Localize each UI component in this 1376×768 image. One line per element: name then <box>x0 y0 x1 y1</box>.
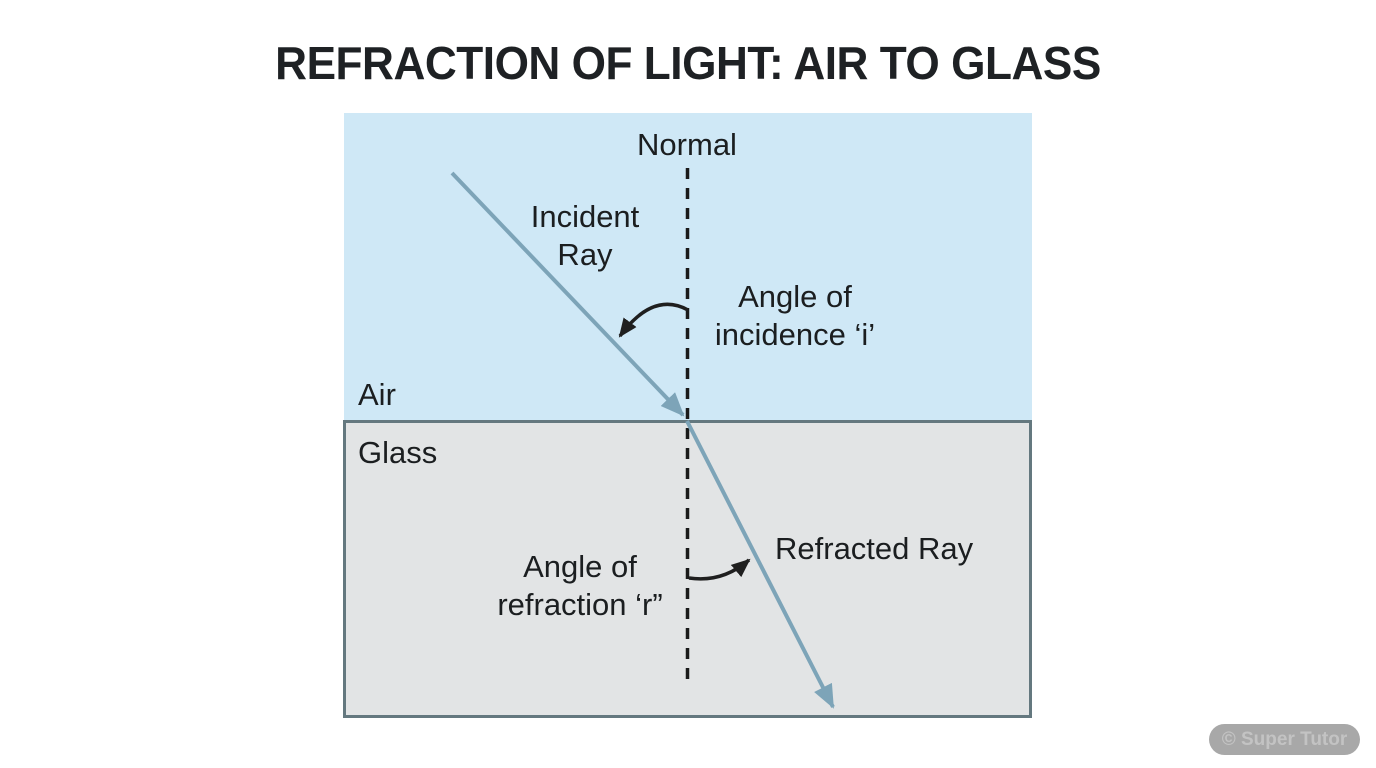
glass-label: Glass <box>358 435 438 470</box>
incident-ray-label: Incident Ray <box>530 199 640 272</box>
watermark-text: © Super Tutor <box>1221 728 1348 750</box>
normal-label: Normal <box>637 127 737 162</box>
page-title: REFRACTION OF LIGHT: AIR TO GLASS <box>275 37 1101 89</box>
angle-refraction-arrow <box>688 558 751 581</box>
incident-ray-arrow <box>450 171 685 417</box>
refracted-ray-label: Refracted Ray <box>775 531 974 566</box>
watermark-badge: © Super Tutor <box>1209 724 1360 755</box>
refracted-ray-arrow <box>685 420 835 709</box>
angle-of-refraction-label: Angle of refraction ‘r” <box>497 549 663 622</box>
air-label: Air <box>358 377 396 412</box>
angle-incidence-arrow <box>618 302 689 338</box>
angle-of-incidence-label: Angle of incidence ‘i’ <box>714 279 876 352</box>
